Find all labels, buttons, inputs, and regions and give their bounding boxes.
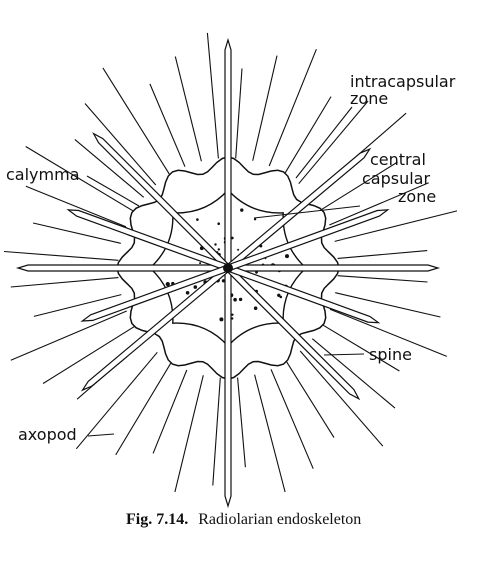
axopod-line (298, 100, 369, 185)
capsule-dot (253, 306, 258, 311)
spines (15, 37, 441, 509)
axopod-line (285, 361, 335, 438)
label-intracapsular-zone: zone (350, 89, 388, 108)
axopod-line (337, 275, 428, 283)
capsule-dot (285, 254, 289, 259)
axopod-line (254, 374, 286, 493)
capsule-dot (165, 282, 170, 287)
spine-shaft (15, 264, 229, 272)
axopod-line (268, 48, 317, 167)
capsule-dot (237, 248, 240, 251)
leader-central-capsular (253, 205, 361, 219)
axopod-line (42, 325, 135, 384)
axopod-line (212, 377, 221, 486)
figure-title: Radiolarian endoskeleton (198, 511, 361, 528)
axopod-line (84, 103, 157, 186)
axopod-line (10, 277, 119, 288)
leader-spine (323, 353, 365, 356)
capsule-dot (217, 222, 220, 225)
axopod-line (75, 351, 158, 450)
axopod-line (33, 294, 122, 317)
axopod-line (334, 210, 458, 242)
axopod-line (25, 185, 127, 228)
capsule-dot (277, 293, 281, 297)
capsule-dot (193, 285, 198, 289)
axopod-line (174, 56, 202, 162)
leader-lines (86, 106, 365, 437)
label-spine: spine (369, 345, 412, 364)
capsule-dot (253, 218, 257, 221)
axopod-line (74, 138, 145, 198)
capsule-dot (238, 297, 243, 302)
axopod-line (149, 83, 186, 167)
axopod-line (237, 377, 246, 468)
capsule-dot (240, 208, 244, 212)
spine-shaft (227, 264, 441, 272)
capsule-dot (214, 243, 217, 246)
axopod-line (206, 32, 219, 159)
leader-calymma (86, 175, 140, 207)
leader-axopod (87, 433, 115, 437)
axopod-line (3, 250, 119, 261)
axopod-line (252, 55, 278, 161)
axopod-line (174, 375, 204, 493)
axopod-line (102, 67, 171, 175)
label-axopod: axopod (18, 425, 77, 444)
capsule-dot (231, 313, 234, 316)
capsule-dot (199, 262, 202, 265)
axopod-line (337, 250, 428, 259)
axopod-line (115, 362, 172, 456)
label-intracapsular: intracapsular (350, 72, 456, 91)
spine-hub (223, 263, 233, 273)
axopod-line (32, 222, 121, 244)
axopod-line (321, 161, 398, 211)
capsule-dot (217, 248, 220, 251)
axopod-line (235, 68, 243, 159)
axopod-line (329, 308, 448, 357)
axopod-line (335, 292, 441, 318)
axopod-line (25, 146, 134, 212)
axopod-line (322, 324, 400, 372)
axopods (3, 32, 458, 493)
figure-number: Fig. 7.14. (126, 511, 188, 528)
label-central: central (370, 150, 426, 169)
figure-caption: Fig. 7.14. Radiolarian endoskeleton (126, 511, 361, 528)
axopod-line (10, 310, 127, 361)
capsule-dot (279, 295, 283, 299)
axopod-line (311, 338, 396, 409)
spine-shaft (224, 267, 232, 509)
axopod-line (299, 350, 384, 447)
axopod-line (270, 369, 314, 469)
capsule-dot (233, 297, 237, 302)
leader-intracapsular (295, 106, 353, 179)
label-central-zone: zone (398, 187, 436, 206)
axopod-line (329, 182, 429, 226)
capsule-dot (185, 291, 190, 295)
spine-shaft (224, 37, 232, 269)
axopod-line (152, 369, 188, 454)
capsule-dot (219, 317, 224, 322)
label-capsular: capsular (362, 169, 430, 188)
axopod-line (284, 96, 332, 174)
capsule-dot (221, 279, 226, 283)
capsule-dot (196, 218, 199, 221)
label-calymma: calymma (6, 165, 80, 184)
